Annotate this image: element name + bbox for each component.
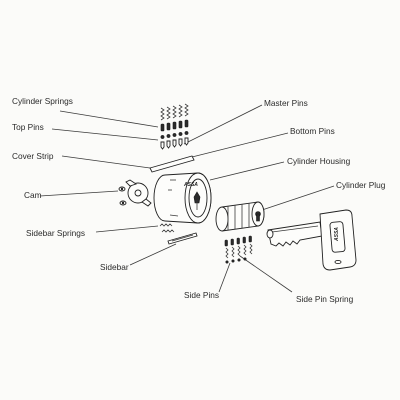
label-top-pins: Top Pins <box>12 122 44 132</box>
leader-cam <box>39 190 119 197</box>
label-sidebar: Sidebar <box>100 262 129 272</box>
bottom-pins-part <box>160 137 189 150</box>
leader-bottom-pins <box>187 132 289 159</box>
label-bottom-pins: Bottom Pins <box>290 126 335 136</box>
sidebar-part <box>167 232 198 245</box>
leader-sidebar-springs <box>95 225 159 233</box>
cover-strip-part <box>149 155 195 173</box>
label-cam: Cam <box>24 190 42 200</box>
leader-side-pin-spring <box>239 255 293 293</box>
housing-logo-text: ASSA <box>183 182 198 188</box>
leader-sidebar <box>129 243 177 266</box>
master-pins-part <box>160 131 189 139</box>
leader-master-pins <box>183 104 263 145</box>
leader-cover-strip <box>61 155 151 169</box>
label-sidebar-springs: Sidebar Springs <box>26 228 86 238</box>
label-side-pins: Side Pins <box>184 290 220 300</box>
label-cylinder-plug: Cylinder Plug <box>336 180 386 190</box>
leader-lines <box>39 104 335 293</box>
leader-top-pins <box>51 128 159 141</box>
leader-cylinder-springs <box>59 110 159 128</box>
top-pins-part <box>160 119 189 132</box>
sidebar-springs-part <box>159 223 175 233</box>
cylinder-springs-part <box>160 103 189 121</box>
leader-cylinder-plug <box>261 185 335 211</box>
side-pins-part <box>224 235 253 264</box>
label-side-pin-spring: Side Pin Spring <box>296 294 354 304</box>
key-logo-text: ASSA <box>334 227 340 242</box>
label-cylinder-housing: Cylinder Housing <box>287 156 351 166</box>
label-cover-strip: Cover Strip <box>12 151 54 161</box>
cam-part <box>118 179 152 207</box>
cylinder-housing-part: ASSA <box>153 172 212 224</box>
cylinder-plug-part <box>215 201 265 232</box>
key-part: ASSA <box>266 209 357 271</box>
label-master-pins: Master Pins <box>264 98 308 108</box>
leader-cylinder-housing <box>209 161 285 181</box>
leader-side-pins <box>218 262 231 293</box>
label-cylinder-springs: Cylinder Springs <box>12 96 73 106</box>
